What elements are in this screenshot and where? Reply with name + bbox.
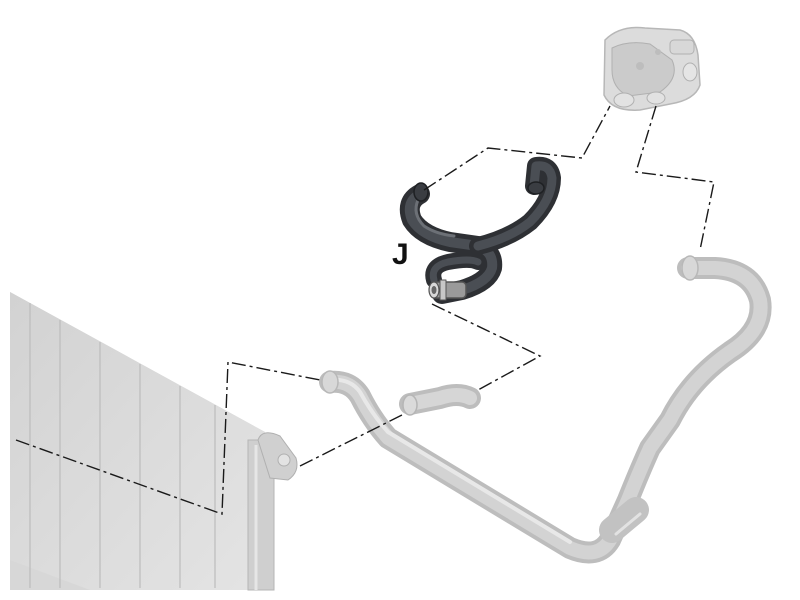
radiator [10, 292, 298, 591]
lower-coolant-hose [319, 255, 772, 564]
leader-hose-to-thermostat [423, 105, 611, 191]
leader-hose-to-connector [431, 303, 542, 391]
leader-thermostat-to-lower-hose [635, 105, 715, 251]
leader-radiator-to-hose [15, 361, 321, 515]
hose-j [399, 156, 561, 304]
connector-hose [399, 384, 481, 416]
leader-radiator-neck-to-connector [299, 413, 405, 467]
thermostat-housing [603, 26, 701, 111]
leader-lines [15, 105, 715, 515]
callout-label-j: J [392, 238, 409, 271]
